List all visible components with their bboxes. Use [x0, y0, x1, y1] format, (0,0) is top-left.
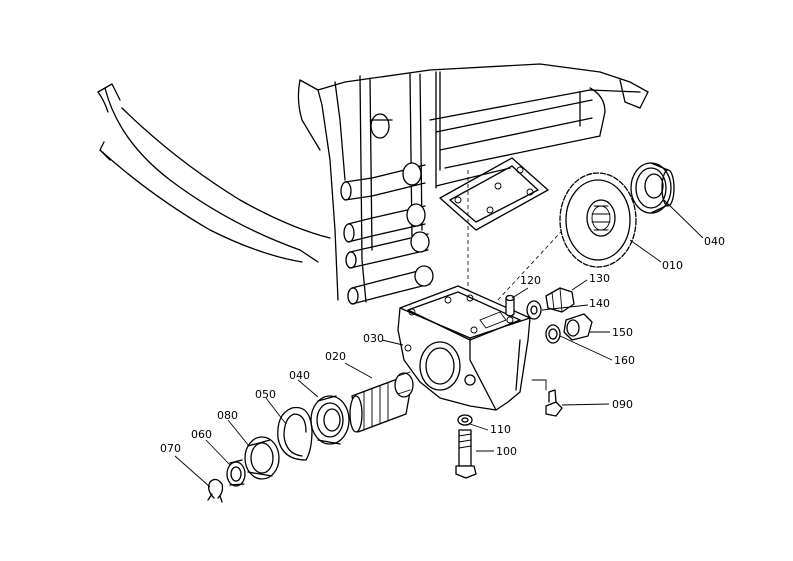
- part-labels: 010 040 030 020 040 050 080 060 070 090 …: [160, 235, 725, 458]
- bearing-040-top: [630, 162, 675, 214]
- label-120: 120: [520, 274, 541, 287]
- oil-seal-080: [244, 436, 280, 480]
- housing-boss-upper: [370, 113, 393, 139]
- collar-060: [226, 459, 246, 487]
- housing-boss-low1: [343, 203, 426, 243]
- label-060: 060: [191, 428, 212, 441]
- housing-boss-mid: [340, 162, 426, 201]
- gear-010: [559, 172, 637, 268]
- label-010: 010: [662, 259, 683, 272]
- label-110: 110: [490, 423, 511, 436]
- label-150: 150: [612, 326, 633, 339]
- label-050: 050: [255, 388, 276, 401]
- label-040-left: 040: [289, 369, 310, 382]
- leader-lines: [174, 199, 704, 488]
- label-100: 100: [496, 445, 517, 458]
- bolt-090: [531, 379, 563, 417]
- label-130: 130: [589, 272, 610, 285]
- pin-120: [505, 294, 515, 317]
- housing-boss-low3: [347, 265, 434, 305]
- plug-130: [545, 287, 575, 313]
- label-080: 080: [217, 409, 238, 422]
- label-020: 020: [325, 350, 346, 363]
- circlip-070: [207, 478, 224, 503]
- gasket-plate: [439, 157, 549, 231]
- case-030: [397, 285, 531, 411]
- bolt-100: [455, 429, 477, 479]
- plug-150: [563, 313, 593, 341]
- label-070: 070: [160, 442, 181, 455]
- washer-110: [457, 414, 473, 426]
- label-160: 160: [614, 354, 635, 367]
- label-040-top: 040: [704, 235, 725, 248]
- washer-140: [526, 300, 542, 320]
- label-090: 090: [612, 398, 633, 411]
- label-030: 030: [363, 332, 384, 345]
- shaft-020: [349, 371, 414, 433]
- housing-boss-low2: [345, 231, 430, 269]
- bearing-040-left: [310, 395, 350, 445]
- o-ring-160: [545, 324, 561, 344]
- snap-ring-050: [277, 406, 313, 461]
- transmission-housing: [97, 63, 649, 340]
- label-140: 140: [589, 297, 610, 310]
